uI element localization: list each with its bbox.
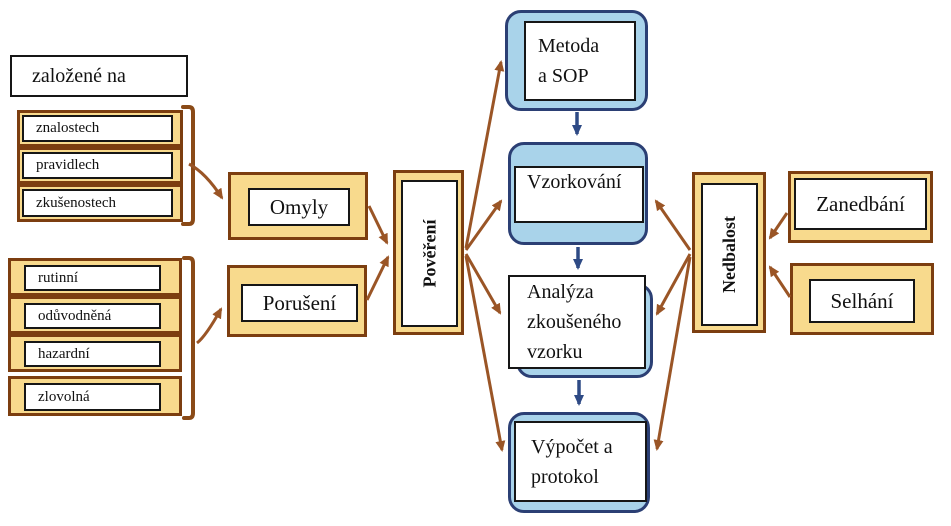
arrow-authorization-to-vypocet — [464, 255, 506, 452]
violation-item-label: rutinní — [38, 269, 78, 286]
basis-item-label: znalostech — [36, 120, 100, 136]
violation-item-label: hazardní — [38, 345, 90, 362]
basis-item-label: zkušenostech — [36, 194, 116, 211]
violation-row-hazardni: hazardní — [8, 334, 182, 372]
violation-row-rutinni: rutinní — [8, 258, 182, 296]
neglect-label: Zanedbání — [816, 191, 905, 216]
violations-label: Porušení — [262, 290, 337, 315]
basis-row-zkusenostech: zkušenostech — [17, 184, 183, 222]
violations-box: Porušení — [227, 265, 367, 337]
step-label: Metoda a SOP — [538, 35, 600, 87]
step-label: Vzorkování — [527, 171, 622, 193]
arrow-negligence-to-vzorkovani — [654, 199, 692, 251]
arrow-neglect-to-negligence — [768, 212, 789, 240]
arrow-errors-to-authorization — [367, 205, 389, 245]
basis-item-label: pravidlech — [36, 157, 100, 173]
arrow-violations-to-authorization — [365, 255, 390, 301]
violation-row-oduvodnena: odůvodněná — [8, 296, 182, 334]
violation-row-zlovolna: zlovolná — [8, 376, 182, 416]
arrow-negligence-to-vypocet — [653, 256, 692, 451]
failure-box: Selhání — [790, 263, 934, 335]
errors-label: Omyly — [269, 194, 329, 219]
step-label: Výpočet a protokol — [531, 435, 613, 488]
arrow-authorization-to-vzorkovani — [464, 199, 503, 251]
step-analyza: Analýza zkoušeného vzorku — [508, 275, 646, 369]
step-label: Analýza zkoušeného vzorku — [527, 281, 622, 363]
arrow-failure-to-negligence — [768, 265, 792, 298]
neglect-box: Zanedbání — [788, 171, 933, 243]
basis-row-pravidlech: pravidlech — [17, 147, 183, 184]
arrow-authorization-to-analyza — [464, 253, 502, 315]
authorization-label: Pověření — [419, 219, 440, 288]
negligence-box: Nedbalost — [692, 172, 766, 333]
step-vzorkovani: Vzorkování — [508, 142, 648, 245]
step-metoda-sop: Metoda a SOP — [505, 10, 648, 111]
arrow-authorization-to-metoda — [464, 60, 505, 249]
based-on-box: založené na — [10, 55, 188, 97]
arrow-basis-to-errors — [188, 162, 224, 200]
arrow-negligence-to-analyza — [655, 253, 692, 316]
arrow-violations-group-to-violations — [196, 307, 223, 345]
basis-row-znalostech: znalostech — [17, 110, 183, 147]
step-vypocet: Výpočet a protokol — [508, 412, 650, 513]
violation-item-label: zlovolná — [38, 388, 90, 405]
violation-item-label: odůvodněná — [38, 307, 112, 324]
errors-box: Omyly — [228, 172, 368, 240]
bracket-basis-group — [181, 105, 195, 226]
negligence-label: Nedbalost — [719, 215, 740, 294]
failure-label: Selhání — [830, 288, 894, 313]
based-on-label: založené na — [32, 64, 126, 87]
authorization-box: Pověření — [393, 170, 464, 335]
bracket-violation-group — [182, 256, 195, 420]
